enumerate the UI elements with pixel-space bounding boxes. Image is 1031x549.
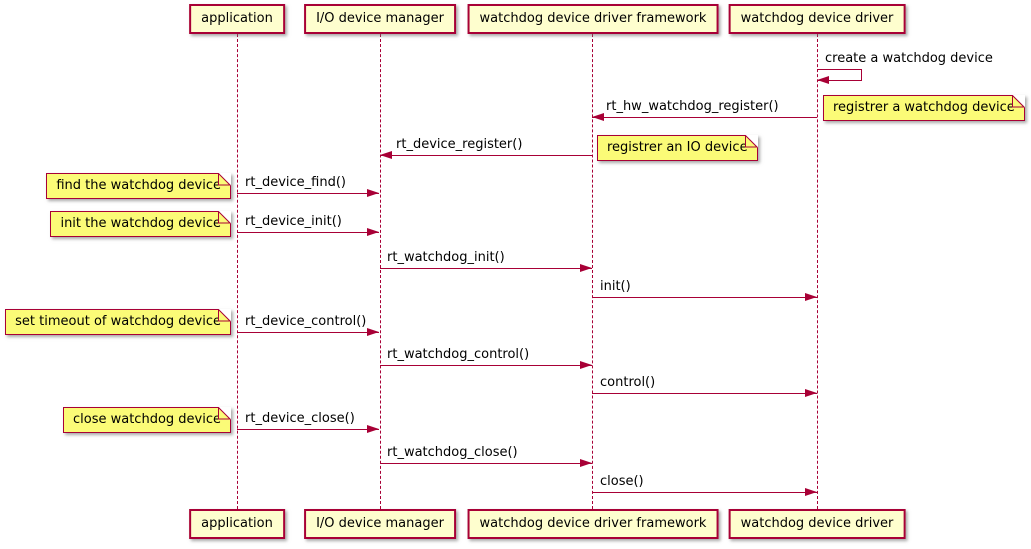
message-line <box>380 365 592 366</box>
lifeline-application <box>237 34 238 509</box>
message-line <box>380 268 592 269</box>
arrowhead-right-icon <box>805 389 817 397</box>
note-find-watchdog-device: find the watchdog device <box>46 173 231 199</box>
arrowhead-right-icon <box>367 228 379 236</box>
note-text: find the watchdog device <box>56 178 221 193</box>
arrowhead-left-icon <box>592 113 604 121</box>
message-label: rt_device_register() <box>396 137 523 152</box>
note-register-io-device: registrer an IO device <box>597 135 758 161</box>
participant-io-device-manager-top: I/O device manager <box>304 4 456 34</box>
note-text: set timeout of watchdog device <box>15 314 221 329</box>
message-line <box>237 332 379 333</box>
arrowhead-right-icon <box>367 189 379 197</box>
note-fold-icon <box>218 211 231 224</box>
message-line <box>380 155 592 156</box>
arrowhead-left-icon <box>817 76 829 84</box>
message-label: rt_device_close() <box>245 411 355 426</box>
message-label: init() <box>600 279 631 294</box>
arrowhead-right-icon <box>580 459 592 467</box>
message-line <box>592 492 817 493</box>
note-fold-icon <box>1011 95 1025 108</box>
note-set-timeout-watchdog-device: set timeout of watchdog device <box>5 309 231 335</box>
note-fold-icon <box>744 135 758 148</box>
participant-watchdog-driver-top: watchdog device driver <box>728 4 906 34</box>
message-label: rt_device_control() <box>245 314 367 329</box>
note-text: registrer an IO device <box>607 140 748 155</box>
message-label: control() <box>600 375 656 390</box>
note-fold-icon <box>218 309 231 322</box>
message-label: rt_watchdog_init() <box>387 250 505 265</box>
arrowhead-right-icon <box>580 361 592 369</box>
participant-application-top: application <box>189 4 285 34</box>
lifeline-io-device-manager <box>380 34 381 509</box>
participant-watchdog-framework-top: watchdog device driver framework <box>467 4 719 34</box>
message-line <box>237 232 379 233</box>
message-label: create a watchdog device <box>825 51 993 66</box>
message-label: close() <box>600 474 644 489</box>
message-line <box>237 193 379 194</box>
message-line <box>592 297 817 298</box>
message-line <box>380 463 592 464</box>
message-label: rt_device_init() <box>245 214 342 229</box>
lifeline-watchdog-driver <box>817 34 818 509</box>
note-close-watchdog-device: close watchdog device <box>63 407 231 433</box>
note-text: close watchdog device <box>73 412 221 427</box>
participant-watchdog-driver-bottom: watchdog device driver <box>728 509 906 539</box>
note-text: registrer a watchdog device <box>833 100 1015 115</box>
arrowhead-right-icon <box>805 488 817 496</box>
note-register-watchdog-device: registrer a watchdog device <box>823 95 1025 121</box>
message-line <box>592 117 817 118</box>
participant-application-bottom: application <box>189 509 285 539</box>
arrowhead-right-icon <box>367 425 379 433</box>
message-label: rt_device_find() <box>245 175 346 190</box>
message-line <box>592 393 817 394</box>
arrowhead-right-icon <box>367 328 379 336</box>
arrowhead-right-icon <box>580 264 592 272</box>
arrowhead-left-icon <box>380 151 392 159</box>
message-line <box>237 429 379 430</box>
message-label: rt_watchdog_close() <box>387 445 518 460</box>
note-fold-icon <box>218 173 231 186</box>
note-fold-icon <box>218 407 231 420</box>
arrowhead-right-icon <box>805 293 817 301</box>
self-message-loop <box>817 69 862 81</box>
message-label: rt_watchdog_control() <box>387 347 530 362</box>
note-text: init the watchdog device <box>60 216 221 231</box>
participant-io-device-manager-bottom: I/O device manager <box>304 509 456 539</box>
message-label: rt_hw_watchdog_register() <box>606 99 779 114</box>
participant-watchdog-framework-bottom: watchdog device driver framework <box>467 509 719 539</box>
note-init-watchdog-device: init the watchdog device <box>50 211 231 237</box>
lifeline-watchdog-framework <box>592 34 593 509</box>
